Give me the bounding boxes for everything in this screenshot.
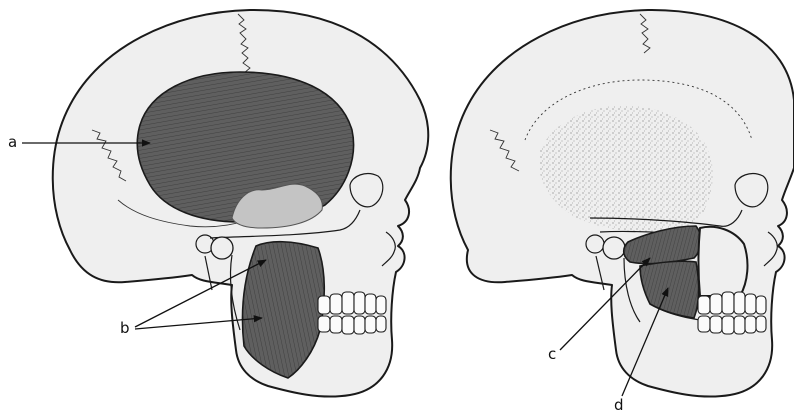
right-lower-teeth [698,316,766,334]
label-a: a [8,133,17,151]
left-skull [53,10,429,397]
right-skull [451,10,794,397]
left-lower-teeth [318,316,386,334]
left-condyle [211,237,233,259]
label-c: c [548,345,556,363]
right-condyle [603,237,625,259]
label-b: b [120,319,130,337]
label-d: d [614,396,624,414]
